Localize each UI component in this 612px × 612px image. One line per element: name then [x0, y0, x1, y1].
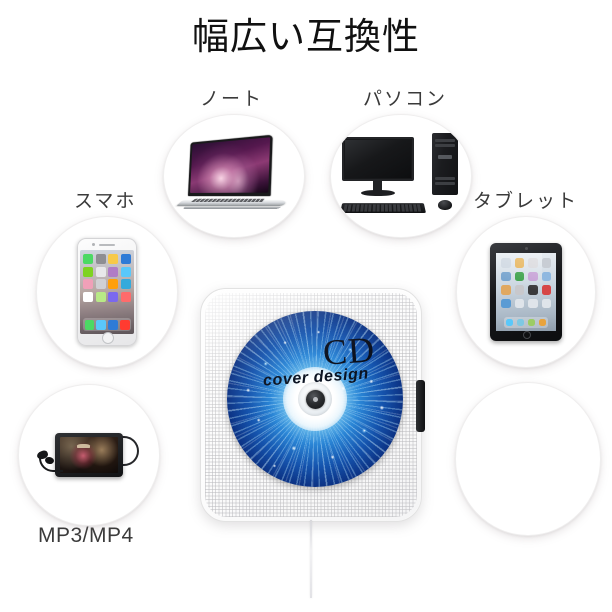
mp3-mp4-player-icon: [19, 385, 159, 525]
earphone-cable-left-icon: [39, 454, 63, 472]
device-circle-tablet[interactable]: [456, 216, 596, 368]
device-circle-desktop[interactable]: [330, 114, 472, 238]
app-icon: [120, 291, 131, 302]
app-icon: [83, 254, 94, 265]
app-icon: [528, 298, 538, 308]
device-circle-blank[interactable]: [455, 382, 601, 536]
mouse-icon: [438, 200, 452, 210]
app-icon: [95, 254, 106, 265]
app-icon: [95, 291, 106, 302]
app-icon: [528, 285, 538, 295]
tablet-dock: [504, 317, 548, 328]
app-icon: [501, 258, 511, 268]
device-label-tablet: タブレット: [473, 191, 579, 212]
device-label-mp3mp4: MP3/MP4: [38, 524, 134, 547]
app-icon: [120, 266, 131, 277]
power-cord: [310, 520, 312, 598]
app-icon: [84, 319, 95, 330]
app-icon: [120, 254, 131, 265]
app-icon: [83, 266, 94, 277]
app-icon: [108, 279, 119, 290]
app-icon: [514, 285, 524, 295]
laptop-icon: [164, 115, 304, 237]
monitor-icon: [342, 137, 414, 181]
app-icon: [501, 298, 511, 308]
tablet-home-button-icon: [523, 330, 531, 339]
app-icon: [83, 291, 94, 302]
disc-spindle-hub: [305, 389, 325, 409]
phone-app-grid: [83, 254, 131, 302]
smartphone-icon: [37, 217, 177, 367]
app-icon: [108, 254, 119, 265]
app-icon: [501, 271, 511, 281]
laptop-screen-icon: [188, 134, 273, 196]
home-button-icon: [102, 332, 114, 344]
tower-icon: [432, 133, 458, 195]
player-body: CD cover design: [200, 288, 422, 522]
device-label-laptop: ノート: [200, 89, 264, 110]
device-circle-mp3mp4[interactable]: [18, 384, 160, 526]
app-icon: [541, 258, 551, 268]
app-icon: [528, 258, 538, 268]
app-icon: [108, 291, 119, 302]
media-player-body: [55, 433, 123, 477]
app-icon: [541, 285, 551, 295]
app-icon: [528, 319, 535, 326]
app-icon: [539, 319, 546, 326]
app-icon: [120, 279, 131, 290]
app-icon: [514, 258, 524, 268]
keyboard-icon: [340, 203, 426, 213]
cd-player-product[interactable]: CD cover design: [200, 288, 425, 598]
app-icon: [83, 279, 94, 290]
app-icon: [95, 266, 106, 277]
desktop-pc-icon: [331, 115, 471, 237]
device-circle-laptop[interactable]: [163, 114, 305, 238]
app-icon: [514, 298, 524, 308]
app-icon: [108, 319, 118, 330]
device-label-smartphone: スマホ: [74, 191, 137, 212]
device-circle-smartphone[interactable]: [36, 216, 178, 368]
page-title: 幅広い互換性: [192, 16, 420, 57]
tablet-icon: [457, 217, 595, 367]
app-icon: [108, 266, 119, 277]
app-icon: [514, 271, 524, 281]
app-icon: [528, 271, 538, 281]
cd-disc: CD cover design: [227, 311, 403, 487]
earphone-cable-right-icon: [119, 436, 139, 466]
volume-knob[interactable]: [416, 380, 425, 432]
phone-dock: [83, 318, 131, 331]
app-icon: [517, 319, 524, 326]
app-icon: [95, 279, 106, 290]
tablet-app-grid: [501, 258, 551, 308]
app-icon: [501, 285, 511, 295]
app-icon: [96, 319, 106, 330]
blank-icon: [456, 383, 600, 535]
app-icon: [541, 298, 551, 308]
device-label-desktop: パソコン: [363, 89, 448, 110]
app-icon: [119, 319, 130, 330]
app-icon: [541, 271, 551, 281]
app-icon: [506, 319, 513, 326]
